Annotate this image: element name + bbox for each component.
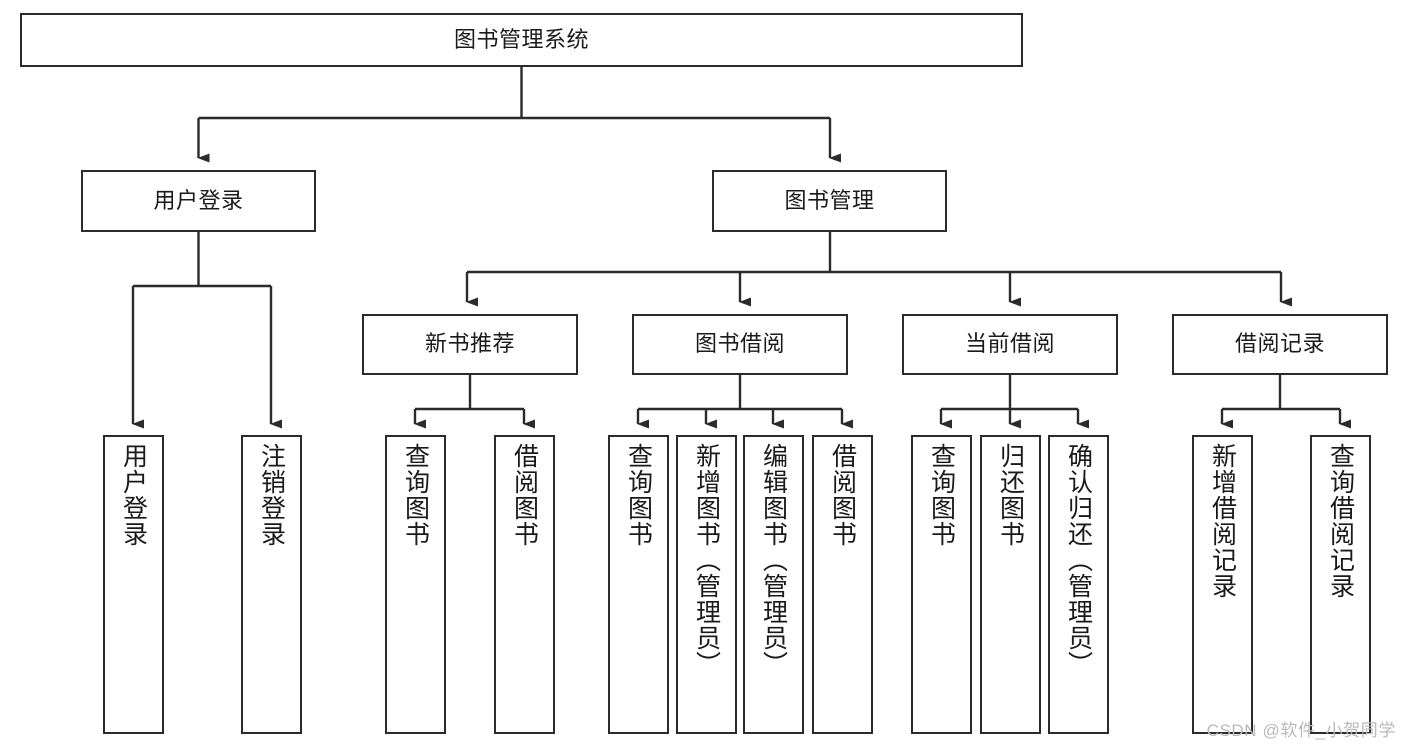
node-leaf-query-book-3[interactable]: 查询图书	[911, 435, 972, 734]
node-user-login[interactable]: 用户登录	[81, 170, 316, 232]
node-book-borrow[interactable]: 图书借阅	[632, 314, 848, 375]
node-leaf-query-book-2[interactable]: 查询图书	[608, 435, 669, 734]
node-leaf-logout-login-label: 注销登录	[257, 443, 286, 547]
node-new-book-recommend-label: 新书推荐	[424, 331, 515, 357]
node-leaf-query-record-label: 查询借阅记录	[1326, 443, 1355, 599]
node-leaf-return-book[interactable]: 归还图书	[980, 435, 1041, 734]
node-leaf-query-book-1[interactable]: 查询图书	[385, 435, 446, 734]
node-borrow-record[interactable]: 借阅记录	[1172, 314, 1388, 375]
node-root[interactable]: 图书管理系统	[20, 13, 1023, 67]
node-leaf-user-login[interactable]: 用户登录	[103, 435, 164, 734]
node-new-book-recommend[interactable]: 新书推荐	[362, 314, 578, 375]
node-root-label: 图书管理系统	[453, 26, 589, 52]
node-leaf-query-record[interactable]: 查询借阅记录	[1310, 435, 1371, 734]
node-user-login-label: 用户登录	[153, 187, 244, 213]
node-leaf-borrow-book-1-label: 借阅图书	[510, 443, 539, 547]
node-leaf-add-record[interactable]: 新增借阅记录	[1192, 435, 1253, 734]
node-borrow-record-label: 借阅记录	[1234, 331, 1325, 357]
node-leaf-add-book-label: 新增图书（管理员）	[692, 443, 721, 677]
node-leaf-add-book[interactable]: 新增图书（管理员）	[676, 435, 737, 734]
node-leaf-query-book-1-label: 查询图书	[401, 443, 430, 547]
node-leaf-edit-book[interactable]: 编辑图书（管理员）	[743, 435, 804, 734]
node-current-borrow[interactable]: 当前借阅	[902, 314, 1118, 375]
node-leaf-query-book-3-label: 查询图书	[927, 443, 956, 547]
node-leaf-return-book-label: 归还图书	[996, 443, 1025, 547]
node-leaf-add-record-label: 新增借阅记录	[1208, 443, 1237, 599]
node-leaf-logout-login[interactable]: 注销登录	[241, 435, 302, 734]
node-leaf-borrow-book-2-label: 借阅图书	[828, 443, 857, 547]
node-leaf-confirm-return-label: 确认归还（管理员）	[1064, 443, 1093, 677]
node-current-borrow-label: 当前借阅	[964, 331, 1055, 357]
node-book-manage-label: 图书管理	[784, 187, 875, 213]
node-leaf-edit-book-label: 编辑图书（管理员）	[759, 443, 788, 677]
csdn-watermark: CSDN @软件_小贺同学	[1206, 721, 1396, 740]
node-leaf-confirm-return[interactable]: 确认归还（管理员）	[1048, 435, 1109, 734]
node-book-borrow-label: 图书借阅	[694, 331, 785, 357]
node-leaf-query-book-2-label: 查询图书	[624, 443, 653, 547]
node-leaf-borrow-book-1[interactable]: 借阅图书	[494, 435, 555, 734]
node-leaf-borrow-book-2[interactable]: 借阅图书	[812, 435, 873, 734]
node-book-manage[interactable]: 图书管理	[712, 170, 947, 232]
node-leaf-user-login-label: 用户登录	[119, 443, 148, 547]
